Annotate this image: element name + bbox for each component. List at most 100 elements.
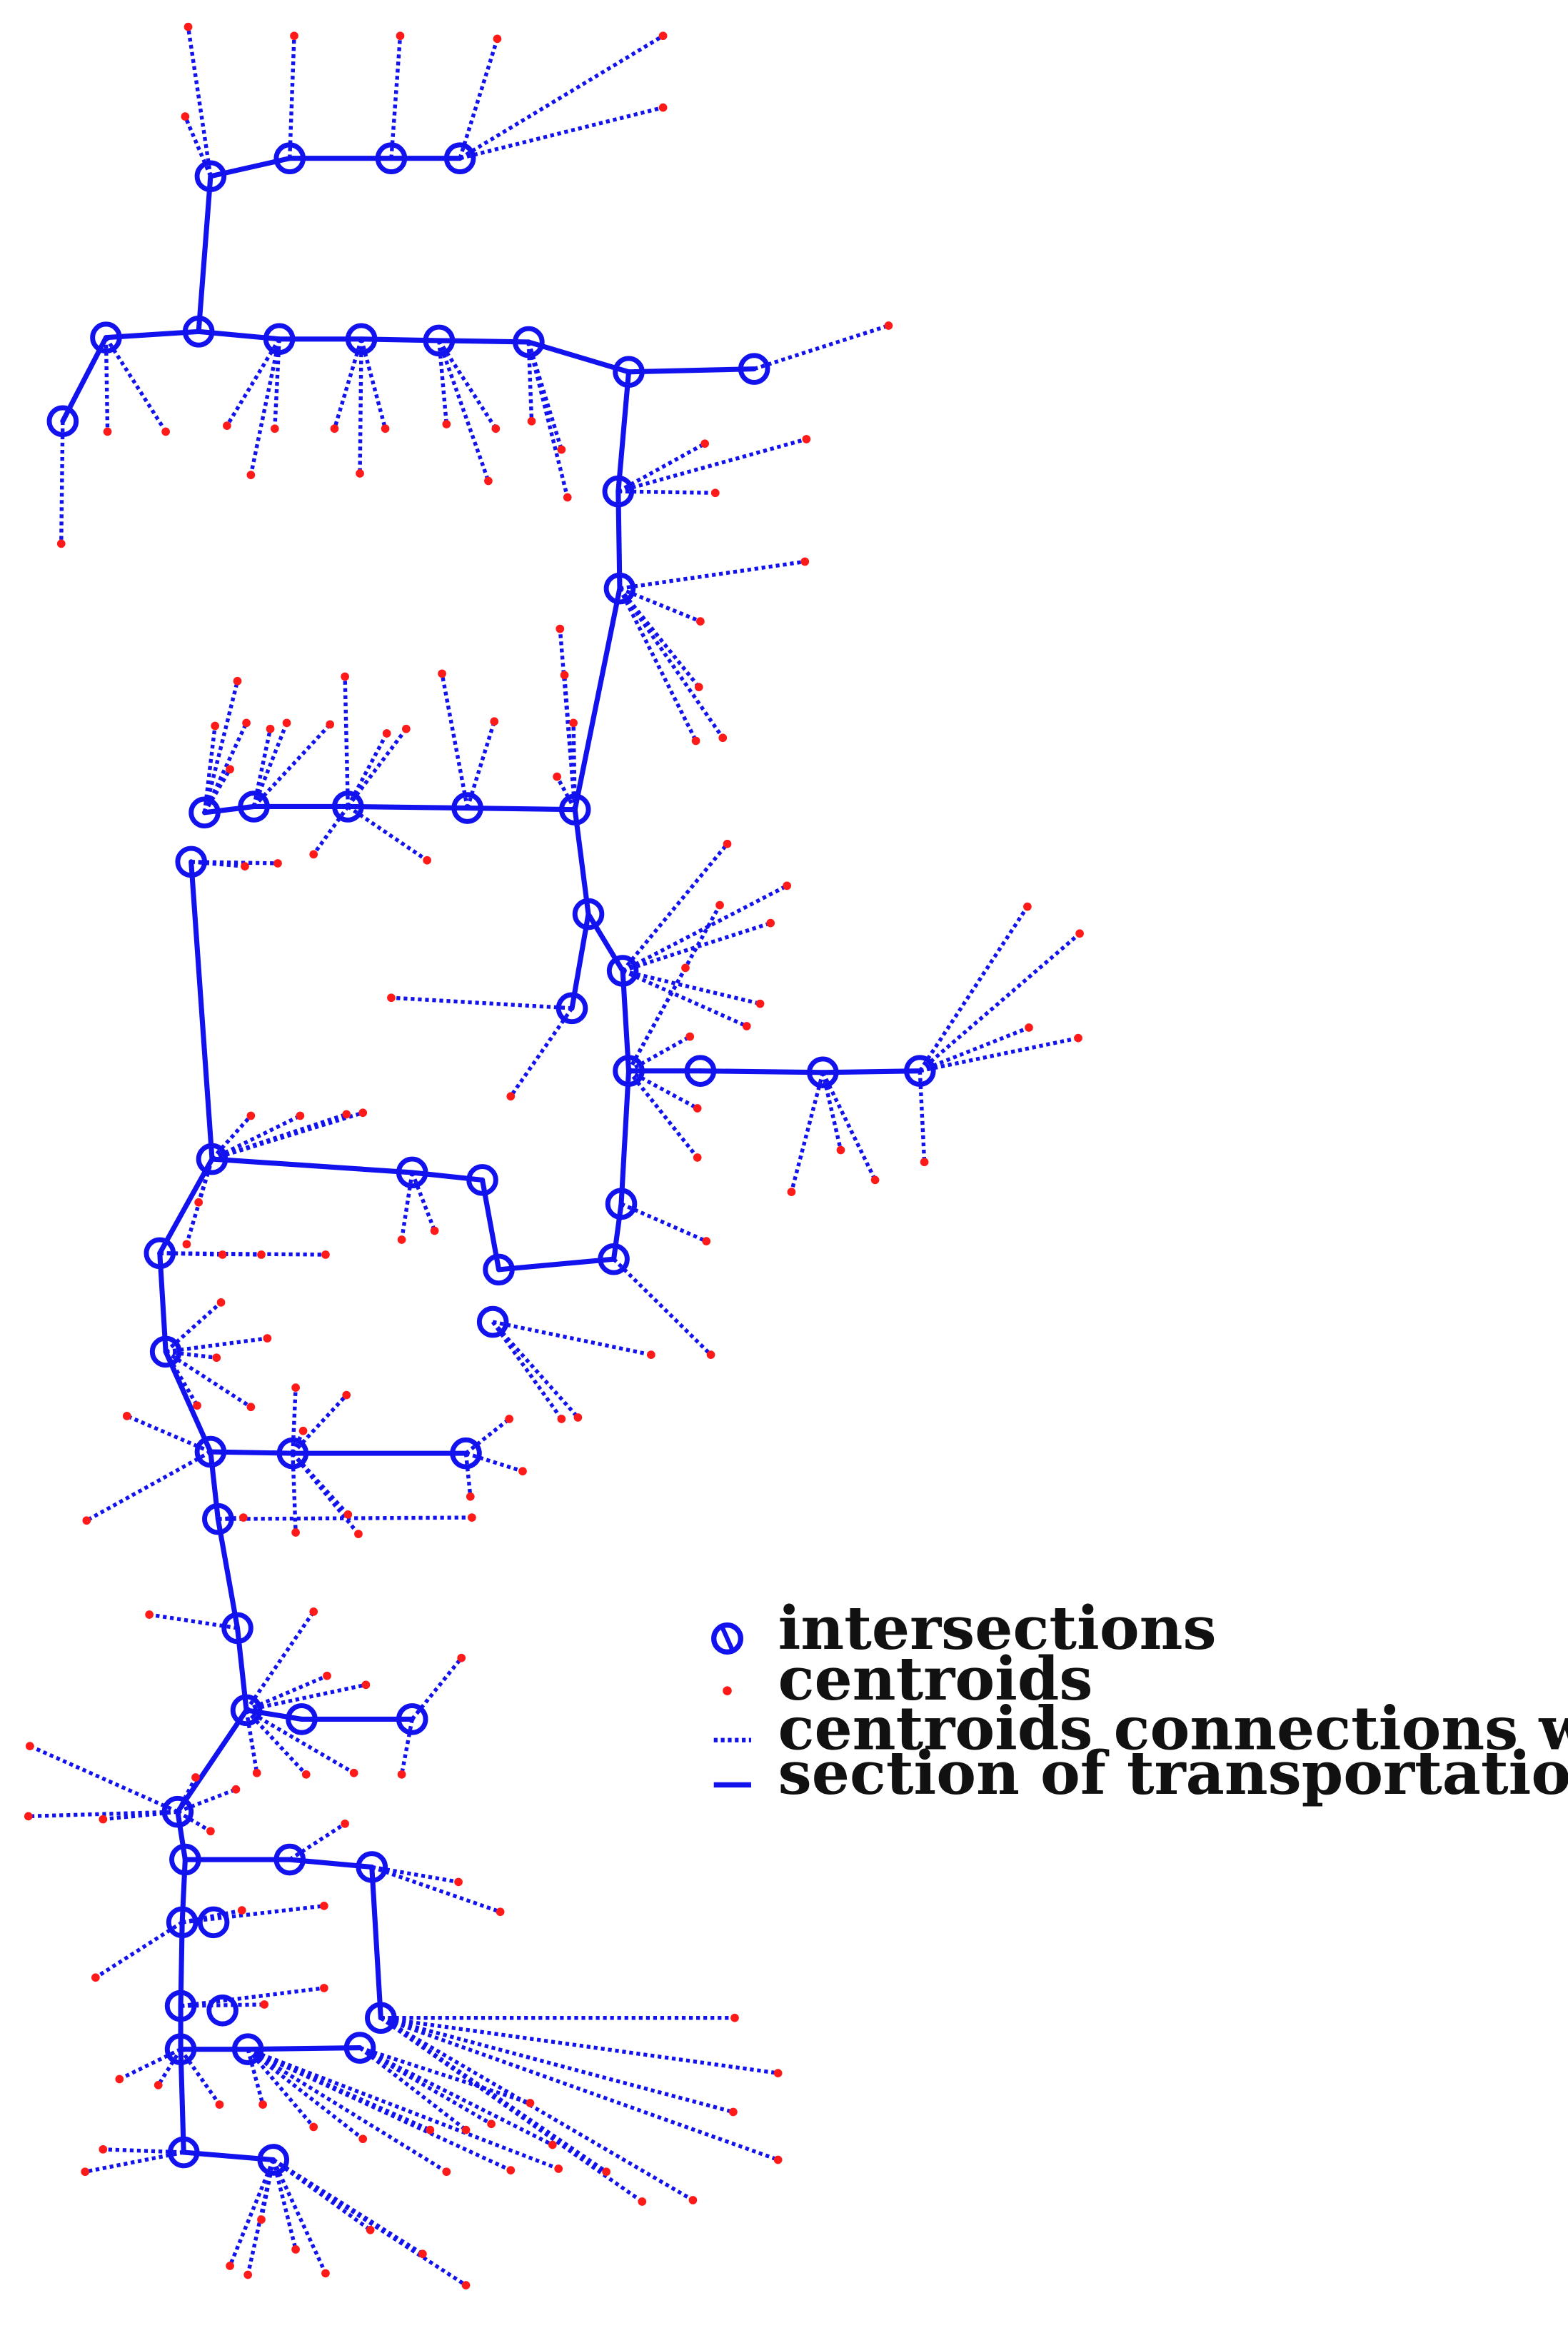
centroid xyxy=(755,999,765,1008)
centroid xyxy=(330,424,339,433)
centroid xyxy=(396,31,405,41)
intersection xyxy=(221,1612,253,1645)
intersection xyxy=(451,792,483,824)
centroid-connection xyxy=(164,1300,223,1353)
centroid xyxy=(836,1145,845,1155)
centroid-connection xyxy=(246,1682,366,1712)
centroid xyxy=(25,1742,34,1750)
centroid-connection xyxy=(288,1822,346,1862)
intersection xyxy=(194,160,227,193)
intersection xyxy=(231,2033,264,2065)
centroid-connection xyxy=(211,1110,364,1161)
intersection xyxy=(202,1502,234,1535)
centroid-connection xyxy=(491,1320,563,1420)
centroid xyxy=(484,476,493,486)
intersection xyxy=(423,324,456,357)
legend-label-intersections: intersections xyxy=(778,1592,1217,1663)
centroid xyxy=(206,1827,215,1836)
centroid xyxy=(688,2196,698,2204)
centroid xyxy=(723,839,732,848)
centroid xyxy=(647,1350,655,1359)
intersection xyxy=(197,1906,230,1939)
centroid-connection xyxy=(176,1776,198,1813)
centroid xyxy=(773,2069,783,2078)
centroid-connection xyxy=(380,2016,779,2075)
network-sections xyxy=(60,156,923,2163)
intersection xyxy=(46,405,79,438)
centroid-connection xyxy=(509,1007,574,1098)
centroid xyxy=(556,624,565,633)
centroid xyxy=(496,1907,505,1917)
centroid xyxy=(560,671,569,680)
centroid-connection xyxy=(753,323,890,371)
centroid xyxy=(505,1415,514,1423)
centroid xyxy=(191,1773,200,1782)
centroid-connection xyxy=(246,2048,265,2105)
centroid xyxy=(423,856,432,865)
centroid xyxy=(800,557,810,566)
centroid xyxy=(773,2155,783,2164)
centroid-connection xyxy=(622,921,772,973)
centroid xyxy=(226,2262,234,2270)
centroid xyxy=(506,2166,516,2174)
centroid-connection xyxy=(379,2016,694,2202)
centroid-connection xyxy=(311,805,350,856)
centroid-connection xyxy=(380,2016,779,2162)
intersection xyxy=(149,1335,182,1368)
centroid xyxy=(291,1383,300,1392)
centroid xyxy=(1025,1023,1033,1032)
centroid-connections xyxy=(28,26,1081,2287)
centroid-connection xyxy=(272,2158,468,2287)
centroid-connection xyxy=(291,1393,348,1455)
legend-label-connections: centroids connections with transportatio… xyxy=(778,1692,1568,1763)
centroid xyxy=(526,2099,535,2107)
intersection xyxy=(161,1795,194,1828)
centroid xyxy=(319,1902,328,1910)
centroid-connection xyxy=(622,969,748,1028)
centroid xyxy=(145,1610,154,1619)
intersections-layer xyxy=(46,142,936,2176)
centroid xyxy=(783,881,792,890)
intersection xyxy=(196,1143,228,1175)
legend-label-sections: section of transportation network xyxy=(778,1737,1568,1808)
centroid xyxy=(349,1768,358,1777)
centroid-connection xyxy=(410,1171,437,1232)
centroid-connection xyxy=(202,681,240,813)
centroid-connection xyxy=(465,1451,523,1473)
centroid-connection xyxy=(29,1744,179,1814)
centroid-connection xyxy=(252,723,332,808)
centroid-connection xyxy=(555,776,577,811)
centroid xyxy=(715,900,724,910)
intersection xyxy=(169,1843,201,1876)
network-section xyxy=(215,1516,241,1631)
centroid-connection xyxy=(247,2047,560,2171)
network-section xyxy=(163,1349,213,1455)
centroid-connection xyxy=(186,26,213,177)
centroid xyxy=(273,859,282,868)
intersection xyxy=(807,1056,839,1089)
network-section xyxy=(572,807,591,917)
centroid xyxy=(233,676,242,686)
centroid-connection xyxy=(628,1069,698,1110)
centroid xyxy=(426,2125,435,2134)
centroid xyxy=(461,2125,471,2134)
centroid xyxy=(527,416,536,426)
centroid xyxy=(700,439,710,448)
network-section xyxy=(618,1068,632,1207)
centroid xyxy=(466,1492,475,1501)
centroid xyxy=(691,736,700,746)
centroid xyxy=(241,862,249,871)
centroid xyxy=(239,1513,248,1522)
centroid-connection xyxy=(246,2047,364,2141)
network-section xyxy=(569,911,591,1011)
centroid-connection xyxy=(358,2046,554,2147)
legend-intersection-symbol xyxy=(711,1622,744,1655)
centroid xyxy=(681,963,690,973)
centroid xyxy=(291,2245,300,2254)
centroid xyxy=(341,1819,349,1828)
centroid xyxy=(696,617,705,626)
centroid xyxy=(263,1334,272,1343)
centroid-connection xyxy=(179,2048,221,2106)
centroid xyxy=(242,718,251,728)
